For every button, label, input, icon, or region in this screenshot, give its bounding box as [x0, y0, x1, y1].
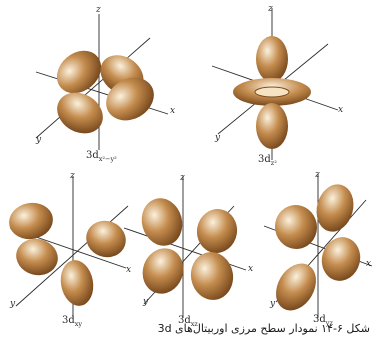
lobe: [317, 233, 365, 285]
lobe: [81, 215, 131, 263]
orbital-label-dx2y2: 3dx²−y²: [86, 150, 117, 163]
lobe: [57, 258, 97, 309]
axis-label-y: y: [269, 299, 276, 309]
lobe: [6, 199, 56, 242]
figure-caption: شکل ۶-۱۴ نمودار سطح مرزی اوربیتال‌های 3d: [118, 322, 370, 335]
lobes-dxz: [136, 194, 240, 304]
orbital-dxz: z y x 3dxz: [124, 173, 253, 328]
axes-dx2y2: [36, 14, 168, 150]
axis-label-z: z: [95, 5, 101, 15]
lobe: [136, 194, 187, 251]
axis-label-y: y: [142, 297, 149, 307]
axis-label-x: x: [338, 105, 343, 115]
lobe: [311, 180, 358, 236]
lobes-dyz: [268, 180, 365, 317]
orbital-dx2y2: z y x 3dx²−y²: [35, 5, 175, 163]
axis-label-x: x: [126, 265, 131, 275]
axis-label-z: z: [179, 173, 185, 183]
axis-label-x: x: [366, 259, 371, 269]
torus-hole: [255, 87, 289, 97]
lobe: [256, 103, 288, 149]
lobe: [136, 243, 189, 300]
lobe: [268, 256, 324, 317]
axis-label-x: x: [248, 264, 253, 274]
orbital-label-dxy: 3dxy: [62, 315, 82, 328]
axis-label-z: z: [314, 170, 320, 180]
lobes-dx2y2: [48, 42, 161, 141]
axis-label-y: y: [214, 133, 221, 143]
axis-label-y: y: [9, 299, 16, 309]
axis-label-z: z: [69, 171, 75, 181]
axis-label-x: x: [170, 106, 175, 116]
axis-label-z: z: [267, 4, 273, 14]
lobe: [271, 202, 320, 253]
lobes-dxy: [6, 199, 131, 308]
orbital-dxy: z y x 3dxy: [6, 171, 131, 328]
orbital-dz2: z y x 3dz²: [212, 4, 343, 167]
lobe: [256, 36, 288, 82]
lobe: [187, 249, 237, 304]
axis-label-y: y: [35, 135, 42, 145]
lobe: [12, 234, 62, 280]
lobes-dz2: [233, 36, 311, 149]
orbital-dyz: z y x 3dyz: [264, 170, 372, 327]
lobe: [193, 206, 240, 256]
orbital-label-dz2: 3dz²: [258, 154, 277, 167]
